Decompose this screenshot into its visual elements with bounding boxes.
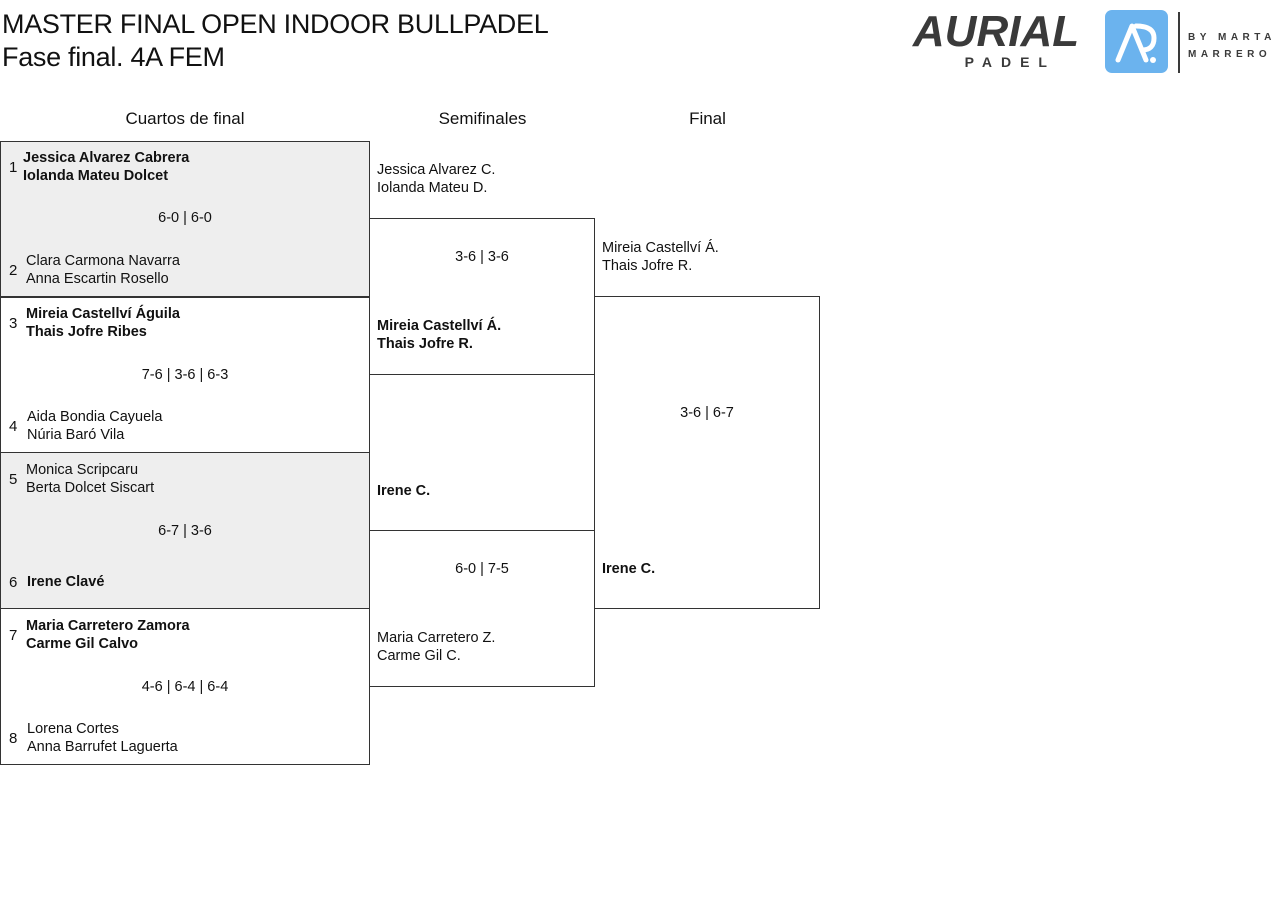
match-score: 6-0 | 7-5 xyxy=(455,561,509,577)
player-name: Núria Baró Vila xyxy=(27,427,125,443)
tournament-title: MASTER FINAL OPEN INDOOR BULLPADEL xyxy=(2,9,549,39)
player-name: Mireia Castellví Á. xyxy=(602,240,719,256)
seed-number: 5 xyxy=(9,471,18,488)
logo-sub-text: PADEL xyxy=(965,54,1056,70)
semifinal-match-1: 3-6 | 3-6 Mireia Castellví Á. Thais Jofr… xyxy=(369,218,595,375)
aurial-padel-logo: AURIAL PADEL BY MARTA MARRERO xyxy=(912,10,1272,73)
player-name: Anna Escartin Rosello xyxy=(26,271,169,287)
seed-number: 8 xyxy=(9,730,18,747)
quarterfinal-match-3: 5 Monica Scripcaru Berta Dolcet Siscart … xyxy=(0,452,370,609)
page-title: MASTER FINAL OPEN INDOOR BULLPADEL Fase … xyxy=(2,8,549,74)
player-name: Anna Barrufet Laguerta xyxy=(27,739,178,755)
team-entry: Monica Scripcaru Berta Dolcet Siscart xyxy=(26,461,154,497)
player-name: Irene Clavé xyxy=(27,574,105,590)
team-entry: Aida Bondia Cayuela Núria Baró Vila xyxy=(27,408,162,444)
player-name: Irene C. xyxy=(602,561,656,577)
match-score: 6-0 | 6-0 xyxy=(158,210,212,226)
quarterfinal-match-4: 7 Maria Carretero Zamora Carme Gil Calvo… xyxy=(0,608,370,765)
team-entry: Mireia Castellví Águila Thais Jofre Ribe… xyxy=(26,305,180,341)
player-name: Carme Gil Calvo xyxy=(26,636,139,652)
player-name: Thais Jofre R. xyxy=(377,336,473,352)
player-name: Mireia Castellví Á. xyxy=(377,318,502,334)
match-score: 7-6 | 3-6 | 6-3 xyxy=(141,367,229,383)
phase-subtitle: Fase final. 4A FEM xyxy=(2,42,225,72)
player-name: Jessica Alvarez C. xyxy=(377,162,496,178)
team-entry: Jessica Alvarez Cabrera Iolanda Mateu Do… xyxy=(23,149,189,185)
player-name: Aida Bondia Cayuela xyxy=(27,409,163,425)
player-name: Lorena Cortes xyxy=(27,721,119,737)
semifinal-1-bottom-team: Mireia Castellví Á. Thais Jofre R. xyxy=(377,317,501,353)
quarterfinal-match-1: 1 Jessica Alvarez Cabrera Iolanda Mateu … xyxy=(0,141,370,298)
match-score: 3-6 | 3-6 xyxy=(455,249,509,265)
round-header-quarterfinals: Cuartos de final xyxy=(125,109,245,128)
round-header-final: Final xyxy=(689,109,726,128)
final-match: 3-6 | 6-7 Irene C. xyxy=(594,296,820,609)
player-name: Jessica Alvarez Cabrera xyxy=(23,150,190,166)
seed-number: 4 xyxy=(9,418,18,435)
team-entry: Irene Clavé xyxy=(27,573,104,591)
match-score: 6-7 | 3-6 xyxy=(158,523,212,539)
team-entry: Lorena Cortes Anna Barrufet Laguerta xyxy=(27,720,178,756)
quarterfinal-match-2: 3 Mireia Castellví Águila Thais Jofre Ri… xyxy=(0,296,370,453)
semifinal-1-top-team: Jessica Alvarez C. Iolanda Mateu D. xyxy=(377,161,495,197)
player-name: Monica Scripcaru xyxy=(26,462,139,478)
player-name: Berta Dolcet Siscart xyxy=(26,480,155,496)
final-top-team: Mireia Castellví Á. Thais Jofre R. xyxy=(602,239,719,275)
player-name: Mireia Castellví Águila xyxy=(26,306,180,322)
logo-brand-text: AURIAL xyxy=(912,10,1079,56)
player-name: Maria Carretero Zamora xyxy=(26,618,190,634)
player-name: Thais Jofre Ribes xyxy=(26,324,147,340)
final-bottom-team: Irene C. xyxy=(602,560,655,578)
semifinal-2-top-team: Irene C. xyxy=(377,482,430,500)
semifinal-match-2: 6-0 | 7-5 Maria Carretero Z. Carme Gil C… xyxy=(369,530,595,687)
player-name: Iolanda Mateu D. xyxy=(377,180,488,196)
seed-number: 3 xyxy=(9,315,18,332)
team-entry: Clara Carmona Navarra Anna Escartin Rose… xyxy=(26,252,180,288)
match-score: 4-6 | 6-4 | 6-4 xyxy=(141,679,229,695)
player-name: Thais Jofre R. xyxy=(602,258,693,274)
match-score: 3-6 | 6-7 xyxy=(680,405,734,421)
logo-by-line2: MARRERO xyxy=(1188,49,1271,60)
seed-number: 7 xyxy=(9,627,18,644)
player-name: Maria Carretero Z. xyxy=(377,630,496,646)
seed-number: 1 xyxy=(9,159,18,176)
player-name: Carme Gil C. xyxy=(377,648,461,664)
player-name: Clara Carmona Navarra xyxy=(26,253,180,269)
player-name: Irene C. xyxy=(377,483,431,499)
seed-number: 2 xyxy=(9,262,18,279)
round-header-semifinals: Semifinales xyxy=(438,109,527,128)
logo-by-line1: BY MARTA xyxy=(1188,32,1272,43)
player-name: Iolanda Mateu Dolcet xyxy=(23,168,169,184)
team-entry: Maria Carretero Zamora Carme Gil Calvo xyxy=(26,617,190,653)
semifinal-2-bottom-team: Maria Carretero Z. Carme Gil C. xyxy=(377,629,495,665)
seed-number: 6 xyxy=(9,574,18,591)
